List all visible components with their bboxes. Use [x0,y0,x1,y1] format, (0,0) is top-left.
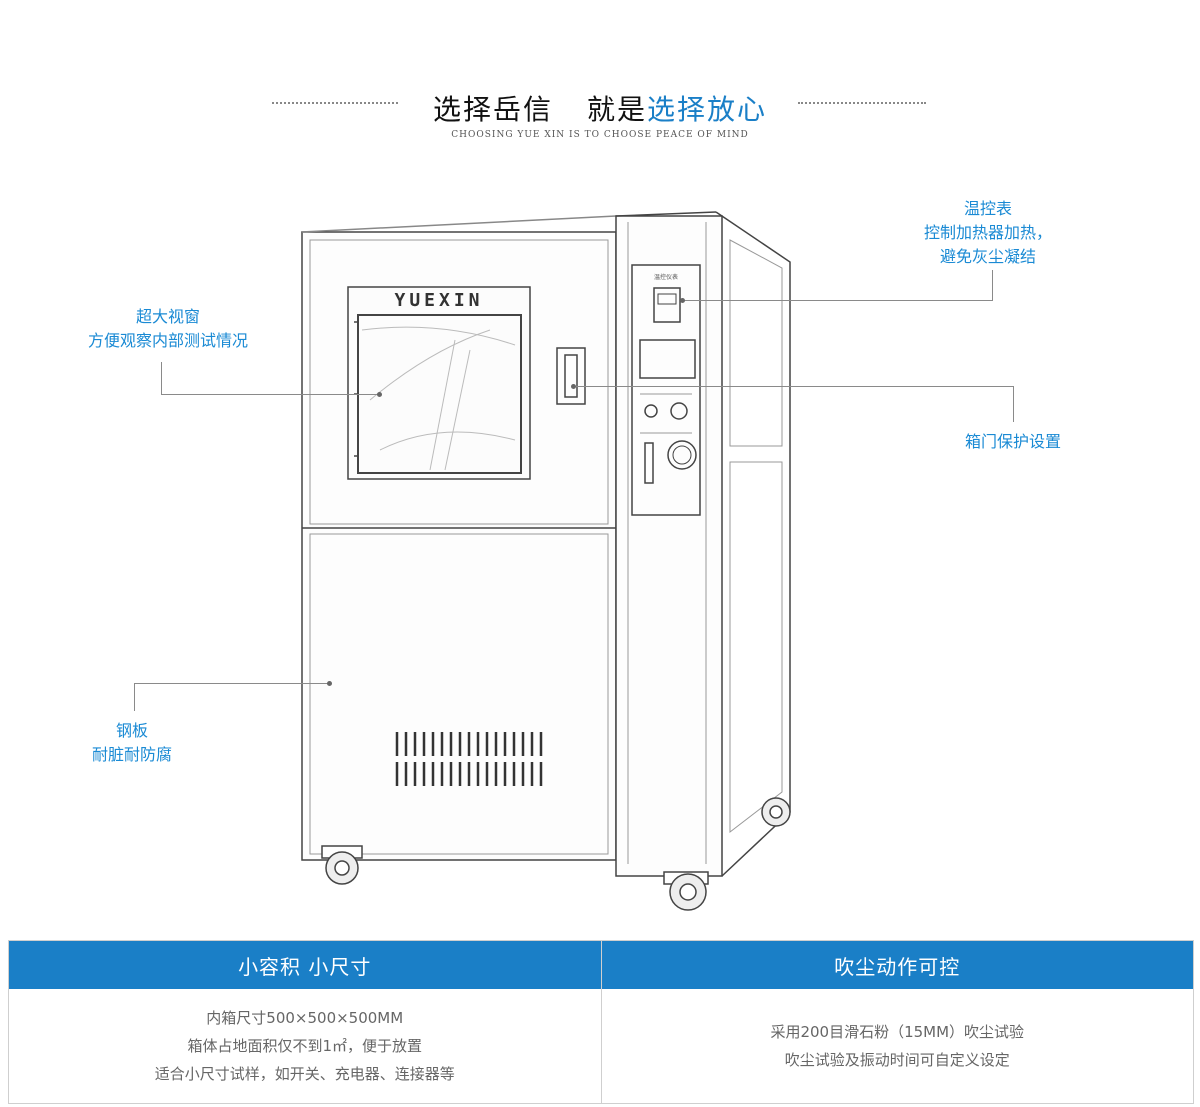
leader-line-window-h [161,394,379,395]
feature-line: 箱体占地面积仅不到1㎡，便于放置 [187,1037,423,1055]
feature-dust-control-title: 吹尘动作可控 [601,941,1193,989]
feature-table: 小容积 小尺寸 内箱尺寸500×500×500MM 箱体占地面积仅不到1㎡，便于… [8,940,1194,1104]
annotation-window-title: 超大视窗 [135,307,200,326]
annotation-door-title: 箱门保护设置 [964,432,1061,451]
feature-line: 吹尘试验及振动时间可自定义设定 [784,1051,1010,1069]
annotation-thermostat-desc2: 避免灰尘凝结 [939,247,1036,266]
dust-test-chamber-illustration: YUEXIN 温控仪表 [301,211,791,911]
feature-dust-control-body: 采用200目滑石粉（15MM）吹尘试验 吹尘试验及振动时间可自定义设定 [602,989,1194,1103]
leader-dot-door [571,384,576,389]
title-brand: 选择岳信 [432,93,553,126]
title-is: 就是 [586,93,647,126]
feature-line: 采用200目滑石粉（15MM）吹尘试验 [770,1023,1025,1041]
feature-small-volume-body: 内箱尺寸500×500×500MM 箱体占地面积仅不到1㎡，便于放置 适合小尺寸… [9,989,601,1103]
annotation-thermostat: 温控表 控制加热器加热， 避免灰尘凝结 [908,197,1068,269]
leader-line-steel-h [134,683,330,684]
annotation-steel-desc: 耐脏耐防腐 [91,745,172,764]
leader-line-window-v [161,362,162,395]
title-highlight: 选择放心 [647,93,768,126]
annotation-steel-plate: 钢板 耐脏耐防腐 [72,719,192,767]
decorative-dotted-line-left [272,102,398,104]
page-subtitle: CHOOSING YUE XIN IS TO CHOOSE PEACE OF M… [451,130,749,140]
annotation-large-window: 超大视窗 方便观察内部测试情况 [78,305,258,353]
annotation-door-protection: 箱门保护设置 [948,430,1078,454]
feature-dust-control: 吹尘动作可控 采用200目滑石粉（15MM）吹尘试验 吹尘试验及振动时间可自定义… [600,941,1194,1103]
feature-line: 内箱尺寸500×500×500MM [206,1009,404,1027]
leader-dot-window [377,392,382,397]
leader-line-door-v [1013,386,1014,422]
page-title: 选择岳信就是选择放心 [0,88,1200,128]
annotation-thermostat-title: 温控表 [963,199,1012,218]
controller-label: 温控仪表 [654,273,678,281]
annotation-window-desc: 方便观察内部测试情况 [87,331,248,350]
brand-logo-text: YUEXIN [394,290,483,311]
leader-dot-steel [327,681,332,686]
feature-small-volume: 小容积 小尺寸 内箱尺寸500×500×500MM 箱体占地面积仅不到1㎡，便于… [9,941,601,1103]
leader-line-steel-v [134,683,135,711]
annotation-thermostat-desc1: 控制加热器加热， [923,223,1052,242]
page-header: 选择岳信就是选择放心 CHOOSING YUE XIN IS TO CHOOSE… [0,84,1200,154]
leader-line-door-h [573,386,1014,387]
feature-line: 适合小尺寸试样，如开关、充电器、连接器等 [154,1065,455,1083]
leader-line-thermostat-h [682,300,993,301]
decorative-dotted-line-right [798,102,926,104]
leader-line-thermostat-v [992,270,993,301]
feature-small-volume-title: 小容积 小尺寸 [9,941,601,989]
annotation-steel-title: 钢板 [115,721,148,740]
leader-dot-thermostat [680,298,685,303]
